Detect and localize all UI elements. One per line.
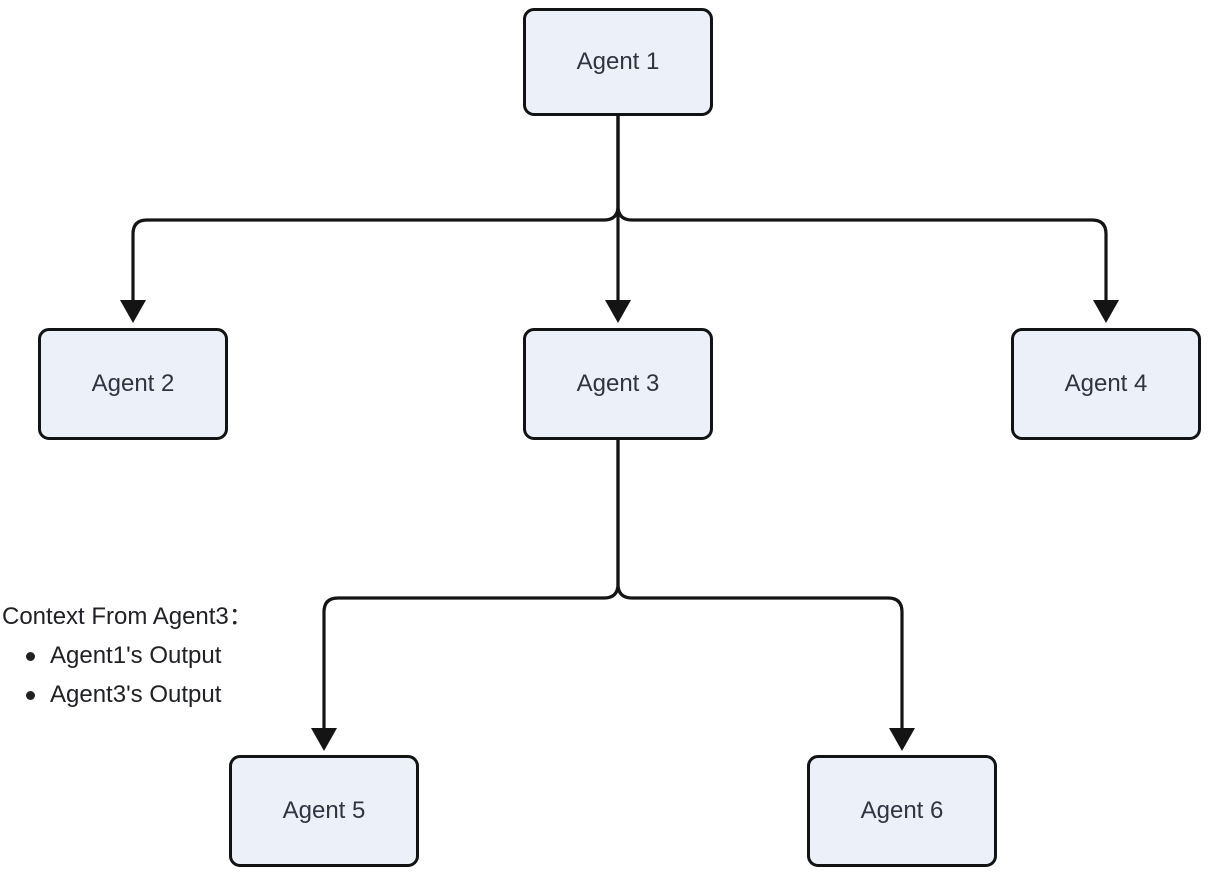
node-agent6-label: Agent 6 [860, 797, 944, 824]
node-agent3-label: Agent 3 [576, 370, 660, 397]
node-agent4: Agent 4 [1011, 328, 1201, 440]
edge-agent1-agent2 [131, 116, 620, 301]
annotation-item: Agent3's Output [2, 681, 253, 709]
node-agent2: Agent 2 [38, 328, 228, 440]
edge-agent3-agent6 [616, 440, 904, 729]
node-agent4-label: Agent 4 [1064, 370, 1148, 397]
node-agent3: Agent 3 [523, 328, 713, 440]
annotation-item-text: Agent1's Output [50, 642, 222, 669]
node-agent2-label: Agent 2 [91, 370, 175, 397]
node-agent5-label: Agent 5 [282, 797, 366, 824]
arrowhead-agent3-icon [605, 300, 631, 323]
arrowhead-agent2-icon [120, 300, 146, 323]
annotation-item-text: Agent3's Output [50, 681, 222, 708]
arrowhead-agent5-icon [311, 728, 337, 751]
edge-agent3-agent5 [322, 440, 620, 729]
edge-agent1-agent4 [616, 116, 1108, 301]
arrowhead-agent4-icon [1093, 300, 1119, 323]
node-agent6: Agent 6 [807, 755, 997, 867]
arrowhead-agent6-icon [889, 728, 915, 751]
node-agent1-label: Agent 1 [576, 48, 660, 75]
bullet-icon [26, 651, 35, 661]
node-agent5: Agent 5 [229, 755, 419, 867]
annotation-title: Context From Agent3： [2, 603, 253, 630]
annotation-item: Agent1's Output [2, 642, 253, 670]
bullet-icon [26, 690, 35, 700]
context-annotation: Context From Agent3： Agent1's Output Age… [2, 602, 253, 709]
node-agent1: Agent 1 [523, 8, 713, 116]
